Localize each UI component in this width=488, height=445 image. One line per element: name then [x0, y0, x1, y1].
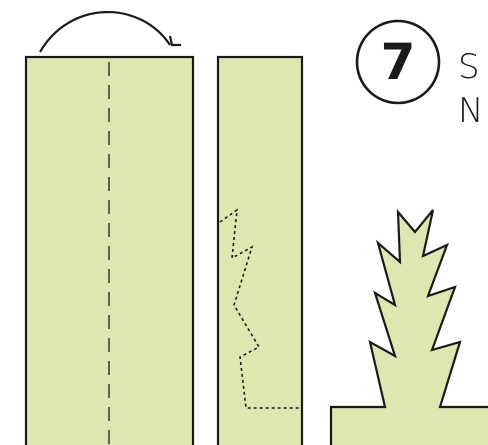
- step-number-badge: 7: [355, 19, 441, 105]
- instruction-text-line-1: S: [458, 47, 480, 87]
- paper-strip-folded: [216, 55, 304, 445]
- cut-line: [219, 208, 301, 409]
- instruction-text-line-2: N: [458, 91, 484, 131]
- paper-strip-unfolded: [24, 55, 195, 445]
- fold-arrow-icon: [39, 11, 181, 53]
- cut-tree-shape: [329, 208, 488, 445]
- step-number: 7: [381, 33, 416, 91]
